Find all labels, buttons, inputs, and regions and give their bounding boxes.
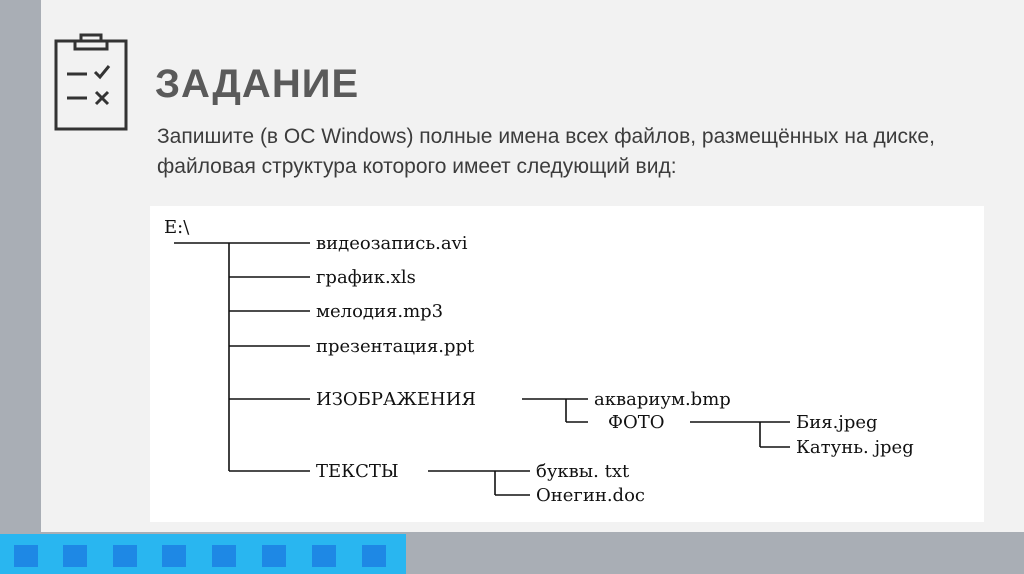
file-tree-panel: E:\ видеозапись.avi график.xls мелодия.m… <box>150 206 984 522</box>
decor-square <box>212 545 236 567</box>
decor-square <box>262 545 286 567</box>
tree-file: Катунь. jpeg <box>796 437 914 458</box>
tree-file: Онегин.doc <box>536 485 645 506</box>
decor-square <box>14 545 38 567</box>
task-text: Запишите (в ОС Windows) полные имена все… <box>157 125 935 178</box>
tree-file: график.xls <box>316 267 416 288</box>
clipboard-checklist-icon <box>54 33 128 131</box>
file-tree-diagram: E:\ видеозапись.avi график.xls мелодия.m… <box>164 217 914 506</box>
decor-square <box>312 545 336 567</box>
tree-file: буквы. txt <box>536 461 630 482</box>
tree-file: аквариум.bmp <box>594 389 731 410</box>
tree-root: E:\ <box>164 217 190 238</box>
tree-file: презентация.ppt <box>316 336 475 357</box>
slide-title: ЗАДАНИЕ <box>155 62 360 106</box>
tree-folder: ТЕКСТЫ <box>316 461 399 482</box>
tree-file: видеозапись.avi <box>316 233 468 254</box>
decor-square <box>362 545 386 567</box>
bottom-accent-strip <box>0 534 406 574</box>
tree-file: Бия.jpeg <box>796 412 878 433</box>
decor-square <box>162 545 186 567</box>
tree-folder: ИЗОБРАЖЕНИЯ <box>316 389 476 410</box>
tree-file: мелодия.mp3 <box>316 301 443 322</box>
decor-square <box>63 545 87 567</box>
decor-square <box>113 545 137 567</box>
left-frame-bar <box>0 0 41 532</box>
tree-folder: ФОТО <box>608 412 664 433</box>
